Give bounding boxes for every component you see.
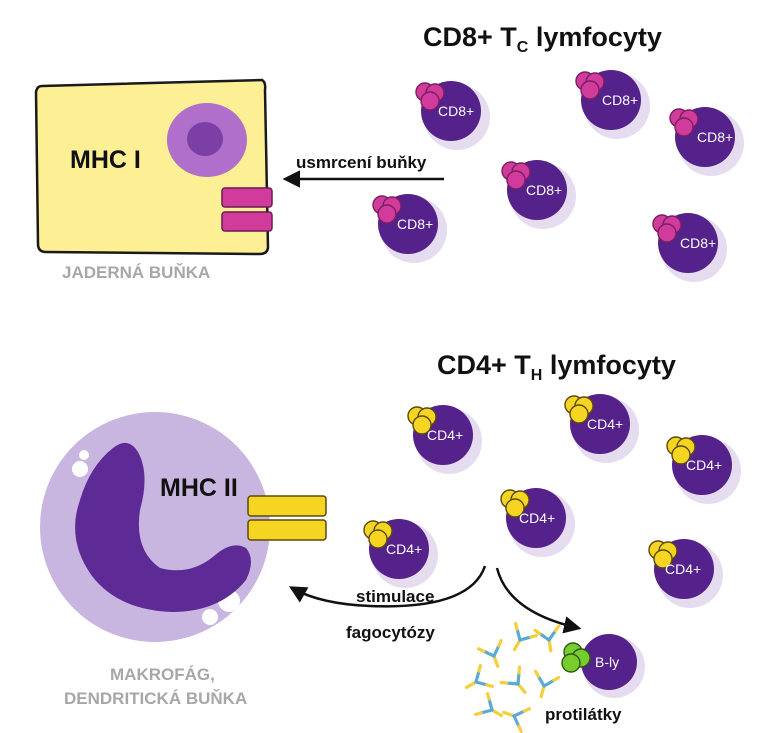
mhc2-receptor bbox=[247, 495, 327, 541]
stimulation-label-line2: fagocytózy bbox=[346, 623, 435, 642]
b-lymphocyte: B-ly bbox=[561, 634, 645, 698]
mhc2-label: MHC II bbox=[160, 474, 238, 502]
antibody-icon bbox=[474, 692, 510, 728]
svg-text:CD4+: CD4+ bbox=[427, 427, 463, 443]
macrophage-vesicle bbox=[72, 461, 88, 477]
svg-text:CD4+: CD4+ bbox=[665, 561, 701, 577]
svg-text:CD8+: CD8+ bbox=[602, 92, 638, 108]
macrophage-caption-line2: DENDRITICKÁ BUŇKA bbox=[64, 689, 247, 708]
b-lymphocyte-label: B-ly bbox=[595, 654, 619, 670]
cd8-lymphocyte-4: CD8+ bbox=[501, 159, 577, 230]
bottom-title: CD4+ TH lymfocyty bbox=[437, 350, 676, 384]
antibody-icon bbox=[499, 665, 536, 702]
svg-text:CD4+: CD4+ bbox=[587, 416, 623, 432]
nucleated-cell-caption: JADERNÁ BUŇKA bbox=[62, 263, 210, 282]
antibody-icon bbox=[477, 639, 511, 673]
cd8-lymphocyte-3: CD8+ bbox=[669, 106, 745, 177]
cd8-lymphocyte-1: CD8+ bbox=[415, 80, 491, 151]
antibody-label: protilátky bbox=[545, 705, 622, 724]
nucleated-cell bbox=[34, 78, 270, 256]
cell-nucleus-inner bbox=[187, 122, 223, 156]
mhc1-receptor bbox=[221, 187, 273, 232]
svg-text:CD8+: CD8+ bbox=[680, 235, 716, 251]
macrophage-caption-line1: MAKROFÁG, bbox=[110, 665, 215, 684]
cd4-lymphocyte-2: CD4+ bbox=[564, 393, 640, 464]
cd4-lymphocyte-1: CD4+ bbox=[407, 404, 483, 475]
mhc1-label: MHC I bbox=[70, 146, 141, 174]
svg-text:CD8+: CD8+ bbox=[697, 129, 733, 145]
svg-text:CD4+: CD4+ bbox=[686, 457, 722, 473]
antibody-icon bbox=[533, 624, 565, 655]
antibody-icon bbox=[502, 622, 538, 658]
macrophage bbox=[40, 412, 270, 642]
svg-text:CD4+: CD4+ bbox=[519, 510, 555, 526]
cd8-lymphocyte-5: CD8+ bbox=[372, 193, 448, 264]
cd4-lymphocyte-6: CD4+ bbox=[648, 538, 724, 609]
top-title: CD8+ TC lymfocyty bbox=[423, 22, 662, 56]
stimulation-arrow bbox=[288, 565, 487, 608]
kill-arrow-label: usmrcení buňky bbox=[296, 153, 427, 172]
stimulation-label-line1: stimulace bbox=[356, 587, 434, 606]
svg-text:CD8+: CD8+ bbox=[438, 103, 474, 119]
b-cell-receptor bbox=[561, 653, 581, 673]
antibody-icon bbox=[497, 699, 531, 733]
svg-text:CD4+: CD4+ bbox=[386, 541, 422, 557]
cd8-lymphocyte-6: CD8+ bbox=[652, 212, 728, 283]
cd4-lymphocyte-4: CD4+ bbox=[500, 487, 576, 558]
svg-text:CD8+: CD8+ bbox=[397, 216, 433, 232]
antibody-icon bbox=[527, 669, 561, 702]
macrophage-nucleus bbox=[75, 442, 251, 612]
cd4-lymphocyte-5: CD4+ bbox=[363, 518, 439, 589]
cd4-lymphocyte-3: CD4+ bbox=[666, 434, 742, 505]
cd8-lymphocyte-2: CD8+ bbox=[575, 69, 651, 140]
macrophage-vesicle bbox=[202, 609, 218, 625]
antibody-arrow bbox=[495, 567, 582, 634]
macrophage-vesicle bbox=[79, 450, 89, 460]
svg-text:CD8+: CD8+ bbox=[526, 182, 562, 198]
